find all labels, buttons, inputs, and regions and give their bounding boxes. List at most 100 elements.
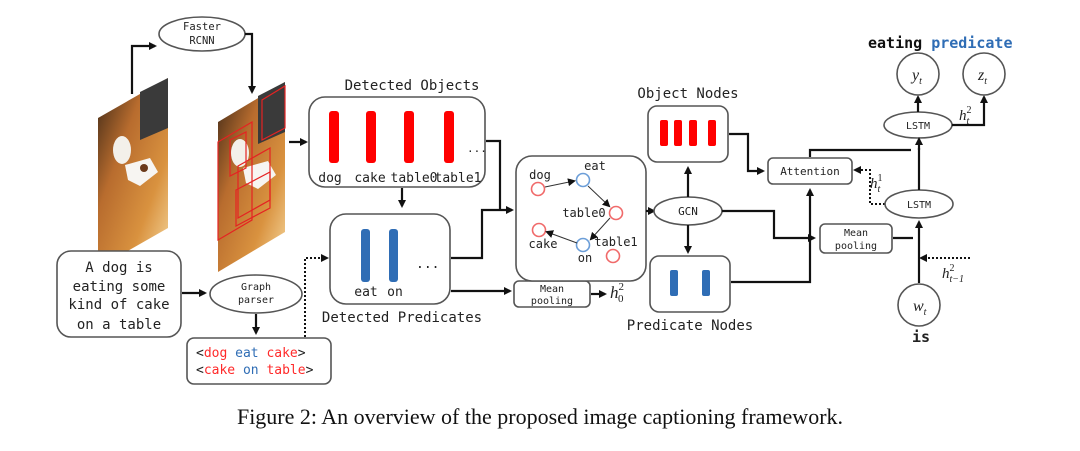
graph-label-table1: table1 bbox=[594, 235, 637, 249]
graph-parser-label-1: Graph bbox=[241, 282, 271, 293]
object-label-table0: table0 bbox=[391, 171, 438, 186]
attention-label: Attention bbox=[780, 165, 840, 178]
object-bar-table1 bbox=[444, 111, 454, 163]
wt-label: wt bbox=[913, 298, 927, 318]
object-label-cake: cake bbox=[354, 171, 385, 186]
lstm-bottom-label: LSTM bbox=[907, 200, 931, 211]
yt-label: yt bbox=[910, 67, 922, 87]
object-node-bar bbox=[674, 120, 682, 146]
detected-objects-title: Detected Objects bbox=[345, 78, 480, 94]
edge-eat-table0 bbox=[587, 185, 611, 208]
predicate-nodes-box bbox=[649, 255, 731, 313]
zt-node bbox=[962, 52, 1006, 96]
graph-node-on bbox=[575, 237, 591, 253]
line-objects-to-graph bbox=[486, 139, 502, 210]
yt-node bbox=[896, 52, 940, 96]
graph-node-cake bbox=[531, 222, 547, 238]
edge-table0-on bbox=[589, 217, 611, 241]
object-node-bar bbox=[660, 120, 668, 146]
object-node-bars bbox=[660, 120, 716, 146]
predicate-label-eat: eat bbox=[354, 285, 377, 300]
graph-label-dog: dog bbox=[529, 168, 551, 182]
figure-caption: Figure 2: An overview of the proposed im… bbox=[236, 404, 844, 429]
arrow-rcnn-to-detected bbox=[245, 32, 256, 94]
graph-parser-label-2: parser bbox=[238, 295, 274, 306]
detected-image bbox=[217, 82, 286, 272]
predicate-bar-eat bbox=[361, 229, 370, 282]
gcn-label: GCN bbox=[678, 205, 698, 218]
object-label-table1: table1 bbox=[435, 171, 482, 186]
mean-pooling-box-2 bbox=[819, 223, 893, 254]
dotted-lstm-to-attention bbox=[860, 169, 885, 205]
mean-pooling-1-label-1: Mean bbox=[540, 284, 564, 295]
triplet-1: <dog eat cake> bbox=[196, 346, 306, 361]
input-image bbox=[98, 78, 168, 268]
object-feature-bars bbox=[329, 111, 454, 163]
wt-node bbox=[897, 283, 941, 327]
predicate-node-bars bbox=[670, 270, 710, 296]
graph-node-table0 bbox=[608, 205, 624, 221]
predicate-feature-bars bbox=[361, 229, 398, 282]
object-bar-dog bbox=[329, 111, 339, 163]
predicates-ellipsis: ... bbox=[416, 257, 439, 272]
graph-label-table0: table0 bbox=[562, 206, 605, 220]
graph-parser-node bbox=[209, 274, 303, 314]
arrow-predicates-to-attention bbox=[731, 188, 814, 284]
lstm-top-label: LSTM bbox=[906, 121, 930, 132]
mean-pooling-1-label-2: pooling bbox=[531, 296, 573, 307]
sentence-line-3: kind of cake bbox=[68, 297, 169, 313]
sentence-line-4: on a table bbox=[77, 317, 161, 333]
object-node-bar bbox=[689, 120, 697, 146]
graph-node-eat bbox=[575, 172, 591, 188]
faster-rcnn-label-2: RCNN bbox=[189, 35, 214, 47]
predicate-node-bar bbox=[670, 270, 678, 296]
arrow-lstm-to-zt bbox=[952, 95, 988, 127]
graph-node-dog bbox=[530, 181, 546, 197]
zt-label: zt bbox=[977, 67, 987, 87]
object-nodes-title: Object Nodes bbox=[637, 86, 738, 102]
mean-pooling-2-label-1: Mean bbox=[844, 228, 868, 239]
arrow-predicates-to-graph bbox=[451, 206, 514, 260]
object-node-bar bbox=[708, 120, 716, 146]
dotted-triplets-to-predicates bbox=[304, 257, 322, 337]
object-bar-table0 bbox=[404, 111, 414, 163]
graph-node-table1 bbox=[605, 248, 621, 264]
graph-label-eat: eat bbox=[584, 159, 606, 173]
arrow-objects-to-attention bbox=[729, 132, 765, 175]
cake-plate bbox=[113, 136, 131, 164]
line-attention-to-lstm-top bbox=[808, 148, 911, 157]
sentence-line-1: A dog is bbox=[85, 260, 152, 276]
predicate-node-bar bbox=[702, 270, 710, 296]
output-header: eating predicate bbox=[868, 34, 1013, 52]
detected-predicates-title: Detected Predicates bbox=[322, 310, 482, 326]
objects-ellipsis: ... bbox=[467, 142, 487, 155]
graph-label-on: on bbox=[578, 251, 592, 265]
predicate-label-on: on bbox=[387, 285, 403, 300]
sentence-box bbox=[56, 250, 182, 338]
predicate-nodes-title: Predicate Nodes bbox=[627, 318, 753, 334]
object-bar-cake bbox=[366, 111, 376, 163]
scene-graph: dog eat table0 cake table1 on bbox=[529, 159, 638, 265]
edge-dog-eat bbox=[544, 178, 576, 188]
input-word: is bbox=[912, 328, 930, 346]
dog-shape bbox=[125, 158, 158, 186]
arrow-image-to-rcnn bbox=[130, 42, 157, 94]
bounding-boxes bbox=[217, 84, 286, 242]
object-nodes-box bbox=[647, 105, 729, 163]
triplets-box bbox=[186, 337, 332, 385]
triplet-2: <cake on table> bbox=[196, 363, 314, 378]
detected-objects-box bbox=[308, 96, 486, 188]
arrow-gcn-to-meanpool bbox=[722, 209, 816, 242]
edge-on-cake bbox=[545, 230, 578, 244]
graph-label-cake: cake bbox=[529, 237, 558, 251]
image-dark-region bbox=[140, 78, 168, 140]
mean-pooling-2-label-2: pooling bbox=[835, 241, 877, 252]
attention-box bbox=[767, 157, 853, 185]
faster-rcnn-label-1: Faster bbox=[183, 21, 221, 33]
predicate-bar-on bbox=[389, 229, 398, 282]
